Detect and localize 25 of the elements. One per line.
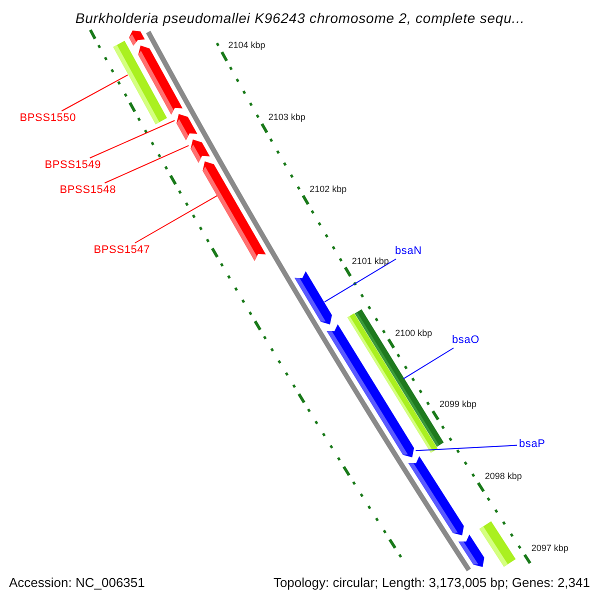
scale-label: 2101 kbp: [352, 256, 389, 267]
leader-line: [415, 444, 518, 452]
scale-label: 2097 kbp: [531, 542, 568, 554]
gene-label: BPSS1550: [20, 112, 76, 125]
scale-label: 2103 kbp: [268, 112, 306, 124]
gene-label: BPSS1547: [94, 244, 150, 257]
gene-label: bsaP: [519, 438, 546, 451]
scale-label: 2100 kbp: [395, 328, 432, 339]
gene-label: BPSS1548: [60, 184, 116, 197]
leader-line: [324, 258, 396, 302]
gene-label: bsaN: [395, 245, 422, 258]
leader-line: [134, 195, 218, 244]
scale-label: 2098 kbp: [484, 471, 522, 482]
leader-line: [61, 74, 128, 112]
gene-label: bsaO: [452, 334, 480, 347]
leader-line: [89, 120, 176, 158]
leader-line: [402, 348, 454, 380]
summary-text: Topology: circular; Length: 3,173,005 bp; Genes: 2,341: [273, 575, 590, 590]
scale-label: 2104 kbp: [228, 40, 266, 52]
scale-label: 2099 kbp: [439, 399, 477, 410]
accession-text: Accession: NC_006351: [9, 575, 145, 590]
gene-label: BPSS1549: [44, 159, 101, 172]
scale-label: 2102 kbp: [310, 184, 347, 195]
gene-bar: [479, 522, 516, 568]
leader-line: [104, 145, 190, 184]
